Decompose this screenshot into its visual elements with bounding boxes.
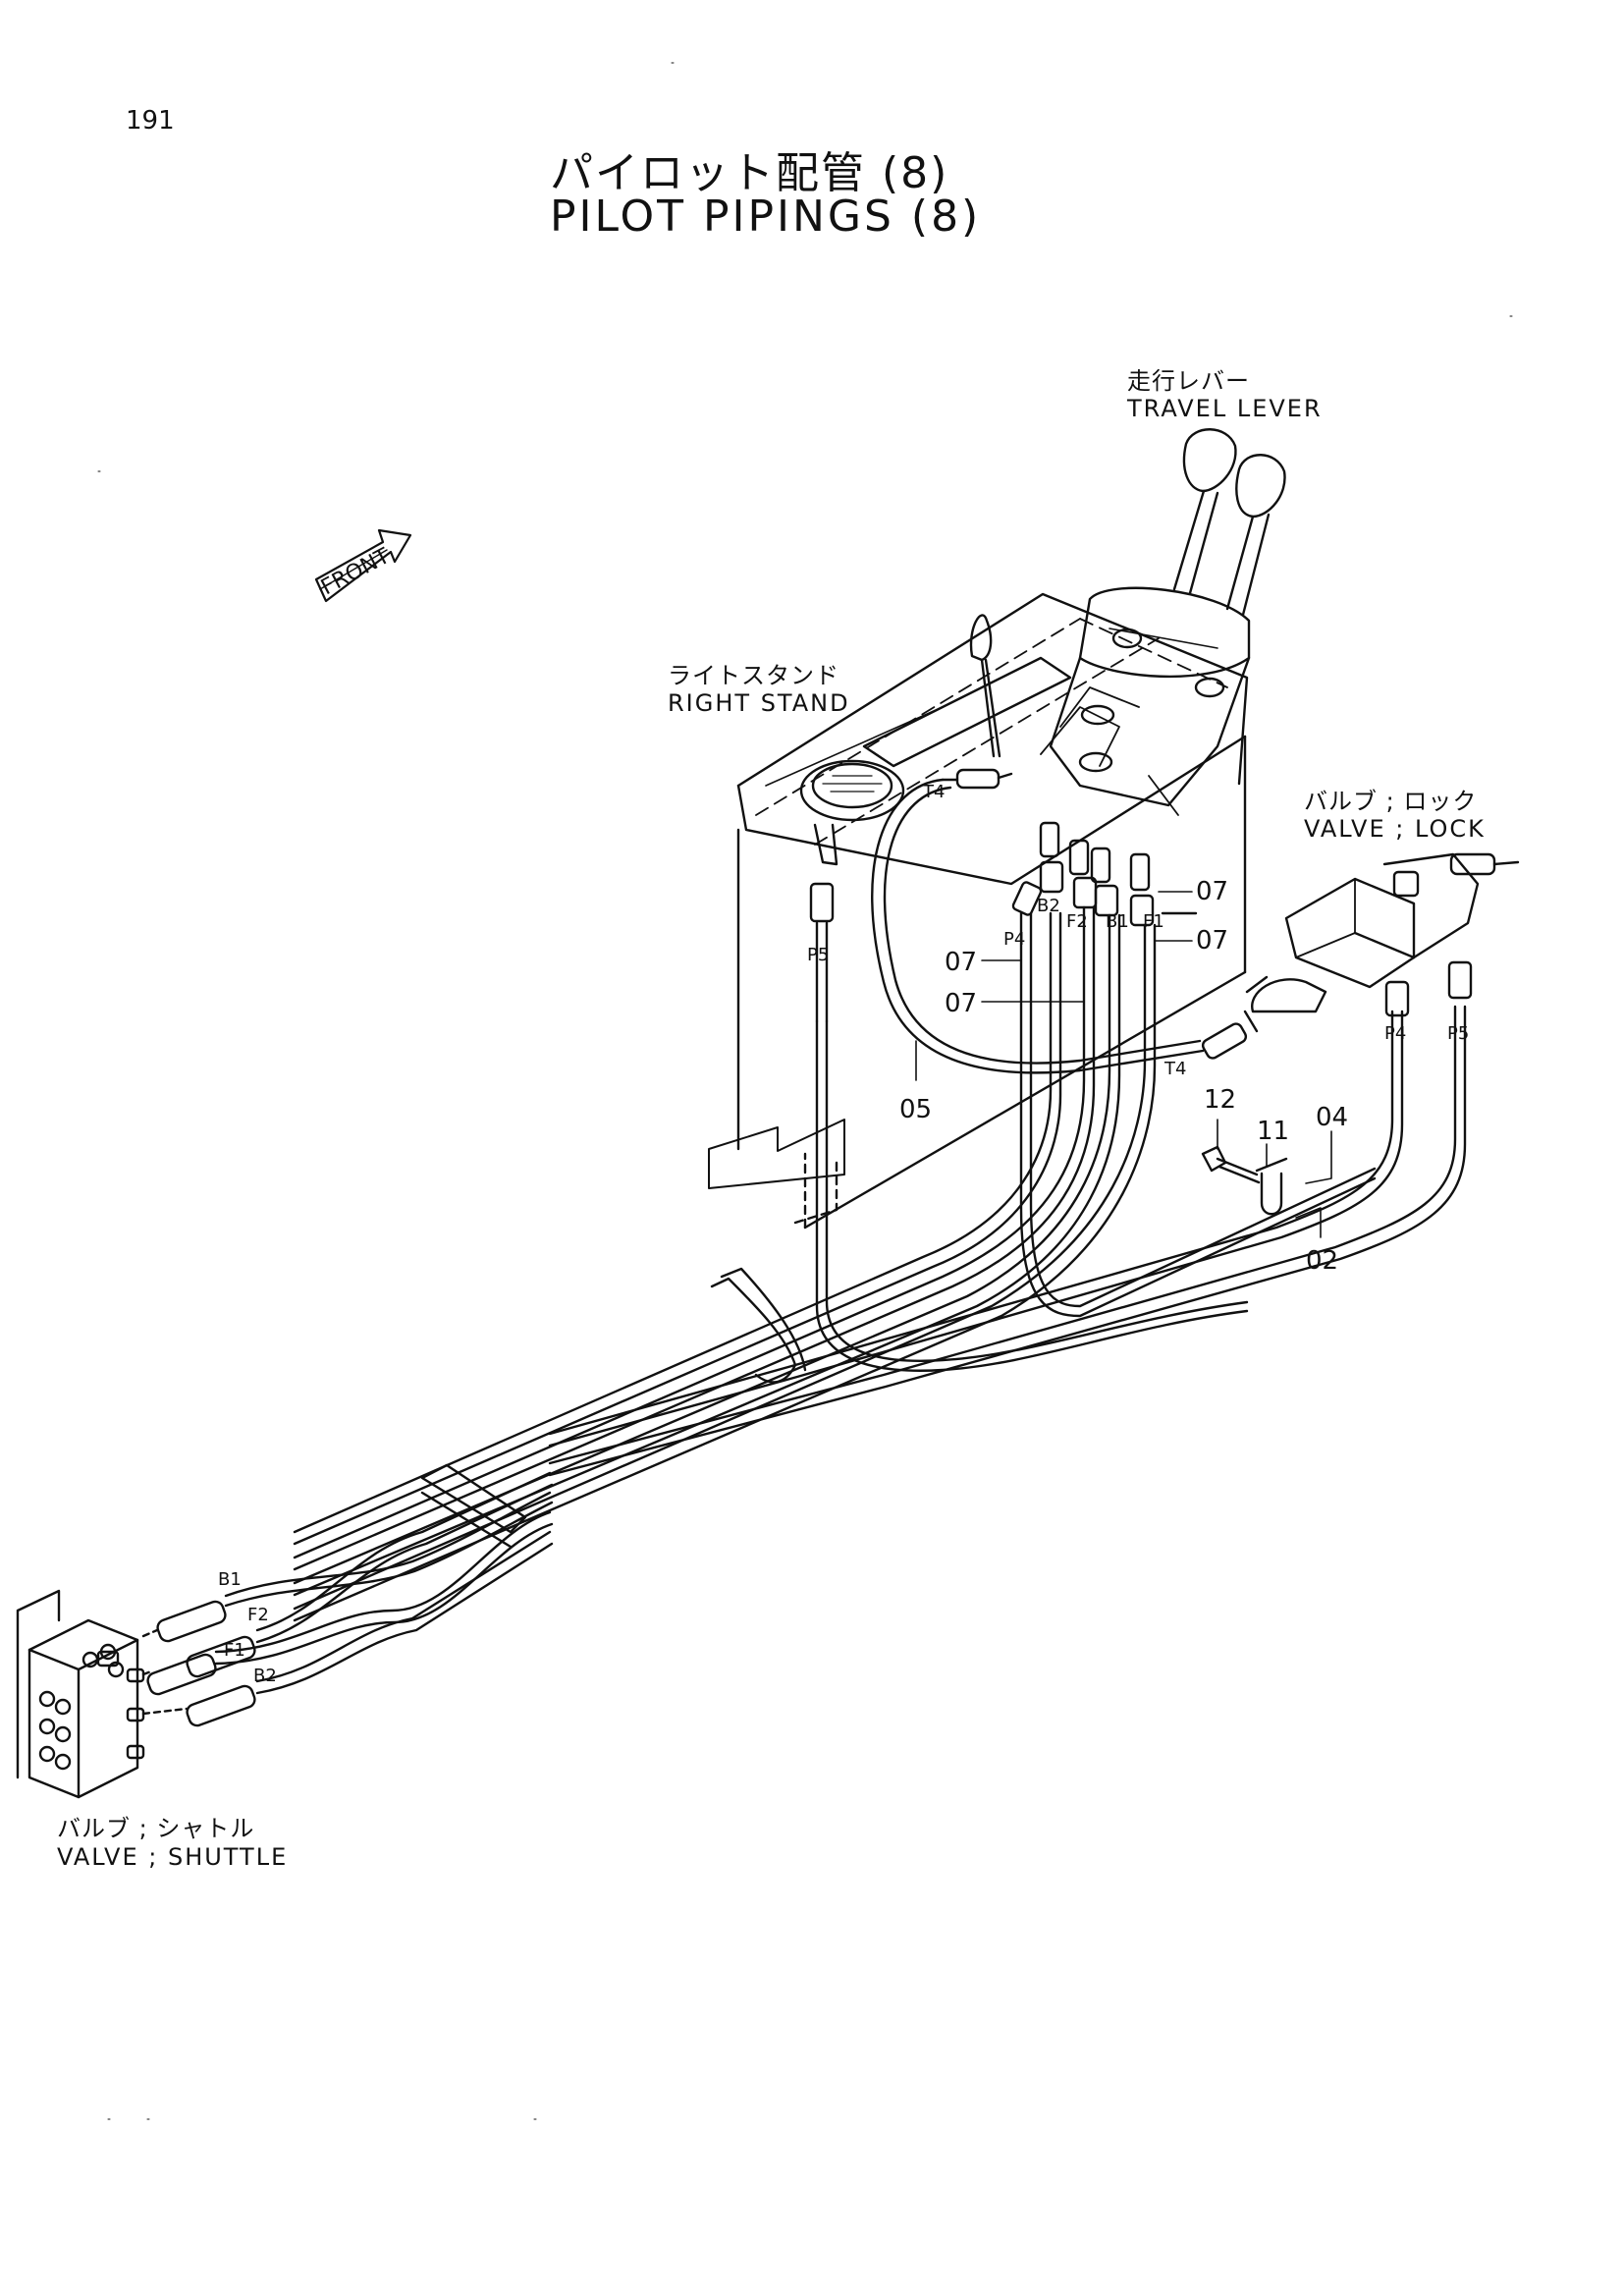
clamp-11 <box>1255 1157 1288 1216</box>
front-arrow: FRONT <box>314 528 412 603</box>
port-p4-left: P4 <box>1003 929 1025 950</box>
port-f2-shuttle: F2 <box>247 1605 269 1625</box>
small-lever <box>969 614 1001 758</box>
round-gauge <box>799 759 905 866</box>
travel-lever-label-en: TRAVEL LEVER <box>1127 395 1323 422</box>
travel-lever-assembly <box>1040 428 1286 816</box>
port-p4-right: P4 <box>1384 1023 1406 1044</box>
right-stand-label-jp: ライトスタンド <box>668 662 839 689</box>
port-b1-shuttle: B1 <box>218 1569 242 1590</box>
callout-11: 11 <box>1257 1117 1289 1146</box>
port-f1-top: F1 <box>1143 911 1164 932</box>
page-number: 191 <box>126 106 175 136</box>
callout-07-d: 07 <box>945 989 977 1018</box>
valve-lock-label-en: VALVE ; LOCK <box>1304 815 1486 843</box>
p5-fitting-left <box>809 882 835 1023</box>
travel-lever-label-jp: 走行レバー <box>1127 367 1250 395</box>
valve-shuttle-label-en: VALVE ; SHUTTLE <box>57 1843 289 1871</box>
shuttle-fittings <box>141 1600 256 1727</box>
port-f2-top: F2 <box>1066 911 1088 932</box>
callout-04: 04 <box>1316 1103 1348 1132</box>
front-arrow-text: FRONT <box>317 544 395 601</box>
scan-specks <box>97 62 1513 2120</box>
pipes-07-bundle <box>293 905 1377 1622</box>
port-p5-left: P5 <box>807 945 829 965</box>
callout-numbers: 07 07 07 07 05 12 11 04 02 <box>899 877 1348 1276</box>
callout-07-c: 07 <box>945 948 977 977</box>
lever-fittings <box>1011 821 1198 927</box>
t4-fitting-top <box>941 768 1013 790</box>
port-labels: T4 T4 P5 P4 B2 F2 B1 F1 P4 P5 B1 F2 F1 B… <box>218 782 1469 1686</box>
title-english: PILOT PIPINGS (8) <box>550 191 982 242</box>
bolt-12 <box>1201 1145 1261 1184</box>
callout-12: 12 <box>1204 1085 1236 1115</box>
port-f1-shuttle: F1 <box>224 1640 245 1661</box>
title-japanese: パイロット配管 (8) <box>550 148 949 198</box>
bundle-band-upper <box>710 1267 807 1384</box>
port-b1-top: B1 <box>1106 911 1129 932</box>
right-stand-label-en: RIGHT STAND <box>668 689 850 717</box>
pipes-02-04 <box>548 1005 1467 1477</box>
t4-fitting-bottom <box>1201 1022 1248 1060</box>
valve-shuttle-block <box>16 1589 145 1799</box>
port-b2-top: B2 <box>1037 896 1060 916</box>
port-b2-shuttle: B2 <box>253 1666 277 1686</box>
port-t4-bottom: T4 <box>1163 1059 1186 1079</box>
leader-lines <box>915 891 1332 1238</box>
pipe-05 <box>871 778 1205 1074</box>
valve-lock-body <box>1243 852 1520 1033</box>
port-t4-top: T4 <box>922 782 945 802</box>
valve-shuttle-label-jp: バルブ ; シャトル <box>57 1815 255 1842</box>
right-stand-body <box>708 592 1249 1230</box>
callout-02: 02 <box>1306 1246 1338 1276</box>
callout-07-a: 07 <box>1196 877 1228 906</box>
port-p5-right: P5 <box>1447 1023 1469 1044</box>
shuttle-hoses <box>214 1471 554 1695</box>
valve-lock-label-jp: バルブ ; ロック <box>1304 788 1478 815</box>
callout-07-b: 07 <box>1196 926 1228 956</box>
callout-05: 05 <box>899 1095 932 1124</box>
